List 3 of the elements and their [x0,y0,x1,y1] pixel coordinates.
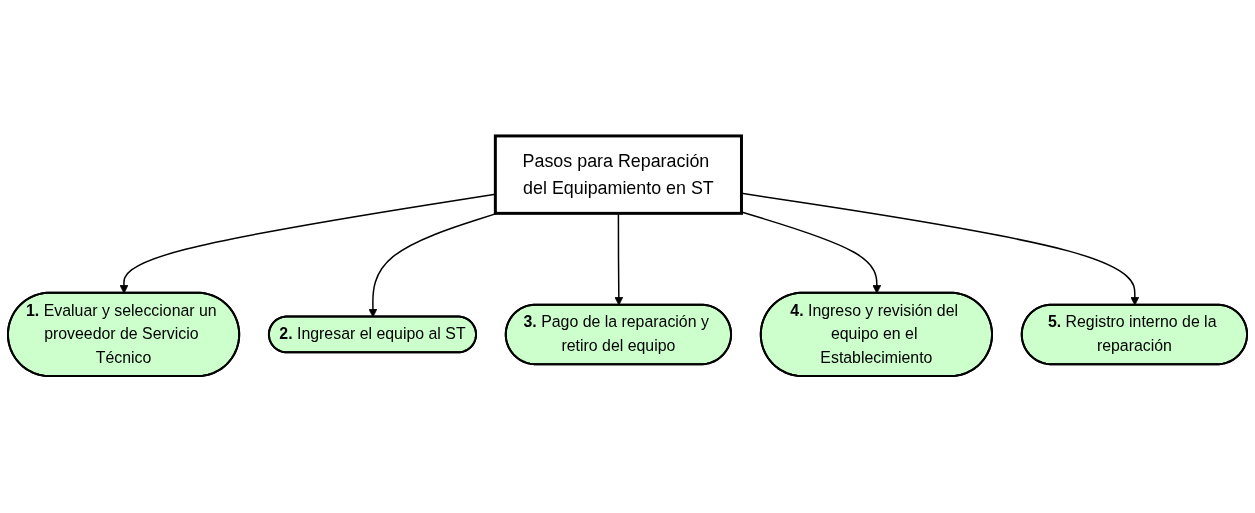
arrow [740,193,1140,306]
node-box: Pasos para Reparación del Equipamiento en ST [493,134,743,216]
arrow [614,213,624,306]
